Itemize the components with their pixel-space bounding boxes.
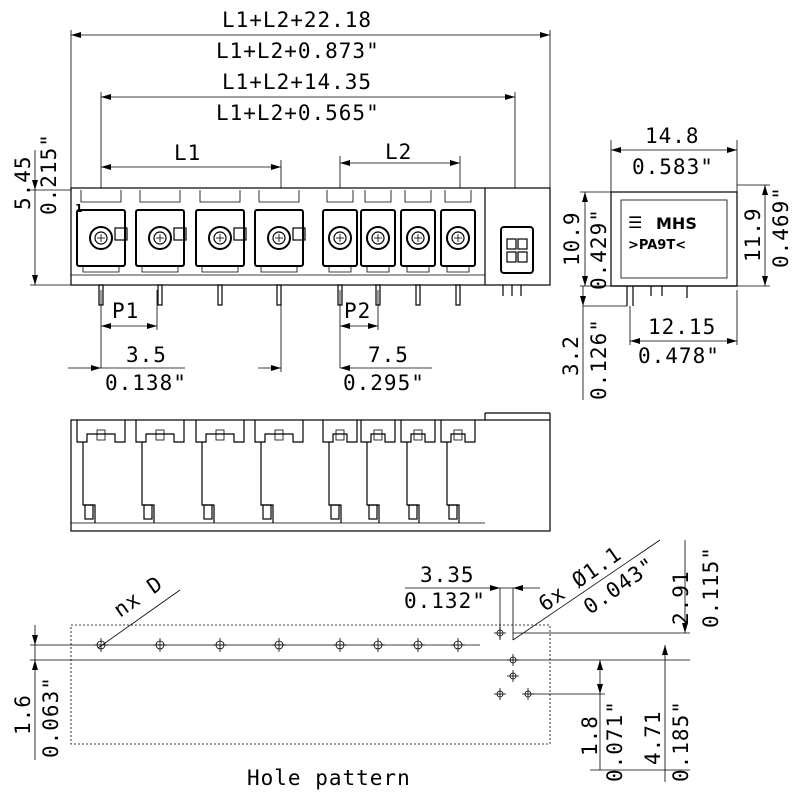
- spacing-mm: 3.35: [420, 563, 475, 587]
- terminal-8: [440, 190, 476, 273]
- h2-mm: 11.9: [741, 207, 765, 262]
- pin-3: [217, 284, 223, 306]
- side-width-mm: 14.8: [645, 124, 700, 148]
- pin-len-in: 0.126": [587, 318, 611, 400]
- terminal-1: [76, 190, 128, 273]
- hole-3: [213, 638, 227, 652]
- brand-logo-mark: ☰: [628, 213, 642, 232]
- pin-len-mm: 3.2: [559, 335, 583, 376]
- screw-icon: [148, 226, 172, 250]
- overall-dim-mm: L1+L2+22.18: [222, 8, 372, 32]
- screw-icon: [89, 226, 113, 250]
- nx-d-label: nx D: [109, 571, 167, 622]
- header-hole-2: [507, 654, 519, 666]
- overall-dim-in: L1+L2+0.873": [216, 39, 380, 63]
- h2-in: 0.469": [769, 186, 793, 268]
- l2-label: L2: [385, 140, 412, 164]
- rear-cell-2: [135, 420, 185, 523]
- terminal-6: [360, 190, 396, 273]
- screw-icon: [328, 226, 352, 250]
- hole-6: [371, 638, 385, 652]
- rear-cell-7: [400, 420, 436, 523]
- hole-pattern-title: Hole pattern: [247, 766, 411, 790]
- off3-in: 0.185": [669, 700, 693, 782]
- pitch1-mm: 3.5: [126, 343, 167, 367]
- rear-cell-3: [195, 420, 245, 523]
- pin-4: [276, 284, 282, 306]
- left-off-in: 0.063": [39, 676, 63, 758]
- terminal-2: [135, 190, 187, 273]
- pitch2-mm: 7.5: [368, 343, 409, 367]
- rear-view: [70, 412, 551, 532]
- off1-in: 0.115": [699, 546, 723, 628]
- pin-7: [415, 284, 421, 306]
- off2-mm: 1.8: [578, 715, 602, 756]
- hole-5: [333, 638, 347, 652]
- terminal-3: [195, 190, 247, 273]
- pin1-marker: 1: [75, 202, 83, 215]
- spacing-in: 0.132": [404, 589, 486, 613]
- rear-cell-1: [76, 420, 126, 523]
- depth-mm: 12.15: [648, 315, 716, 339]
- off3-mm: 4.71: [641, 710, 665, 765]
- header-hole-4: [494, 688, 506, 700]
- rear-cell-6: [360, 420, 396, 523]
- height-dim-mm: 5.45: [11, 155, 35, 210]
- rear-cell-8: [440, 420, 476, 523]
- hole-4: [272, 638, 286, 652]
- h1-mm: 10.9: [560, 211, 584, 266]
- inner-dim-mm: L1+L2+14.35: [222, 70, 372, 94]
- terminal-4: [254, 190, 306, 273]
- screw-icon: [267, 226, 291, 250]
- screw-icon: [406, 226, 430, 250]
- screw-icon: [208, 226, 232, 250]
- off1-mm: 2.91: [669, 570, 693, 625]
- side-view: 14.8 0.583" ☰ MHS >PA9T< 10.9 0.429" 11.…: [559, 124, 793, 400]
- pitch2-in: 0.295": [343, 371, 425, 395]
- left-off-mm: 1.6: [11, 694, 35, 735]
- hole-7: [411, 638, 425, 652]
- hole-2: [153, 638, 167, 652]
- pitch1-in: 0.138": [105, 371, 187, 395]
- rear-cell-5: [322, 420, 358, 523]
- p2-label: P2: [344, 299, 371, 323]
- terminal-7: [400, 190, 436, 273]
- rear-cell-4: [254, 420, 304, 523]
- inner-dim-in: L1+L2+0.565": [216, 101, 380, 125]
- pin-8: [455, 284, 461, 306]
- header-hole-3: [507, 670, 519, 682]
- hole-pattern: nx D 3.35 0.132" 6x Ø1.1 0.043" 2.91 0.1…: [11, 539, 723, 790]
- hole-1: [94, 638, 108, 652]
- terminal-5: [322, 190, 358, 273]
- front-view: L1+L2+22.18 L1+L2+0.873" L1+L2+14.35 L1+…: [11, 8, 551, 395]
- model-name: >PA9T<: [628, 238, 686, 253]
- pin-2: [157, 284, 163, 306]
- screw-icon: [366, 226, 390, 250]
- hole-8: [451, 638, 465, 652]
- depth-in: 0.478": [638, 344, 720, 368]
- height-dim-in: 0.215": [37, 133, 61, 215]
- p1-label: P1: [112, 299, 139, 323]
- brand-name: MHS: [656, 214, 697, 233]
- side-width-in: 0.583": [632, 155, 714, 179]
- l1-label: L1: [174, 141, 201, 165]
- h1-in: 0.429": [587, 208, 611, 290]
- screw-icon: [446, 226, 470, 250]
- off2-in: 0.071": [603, 700, 627, 782]
